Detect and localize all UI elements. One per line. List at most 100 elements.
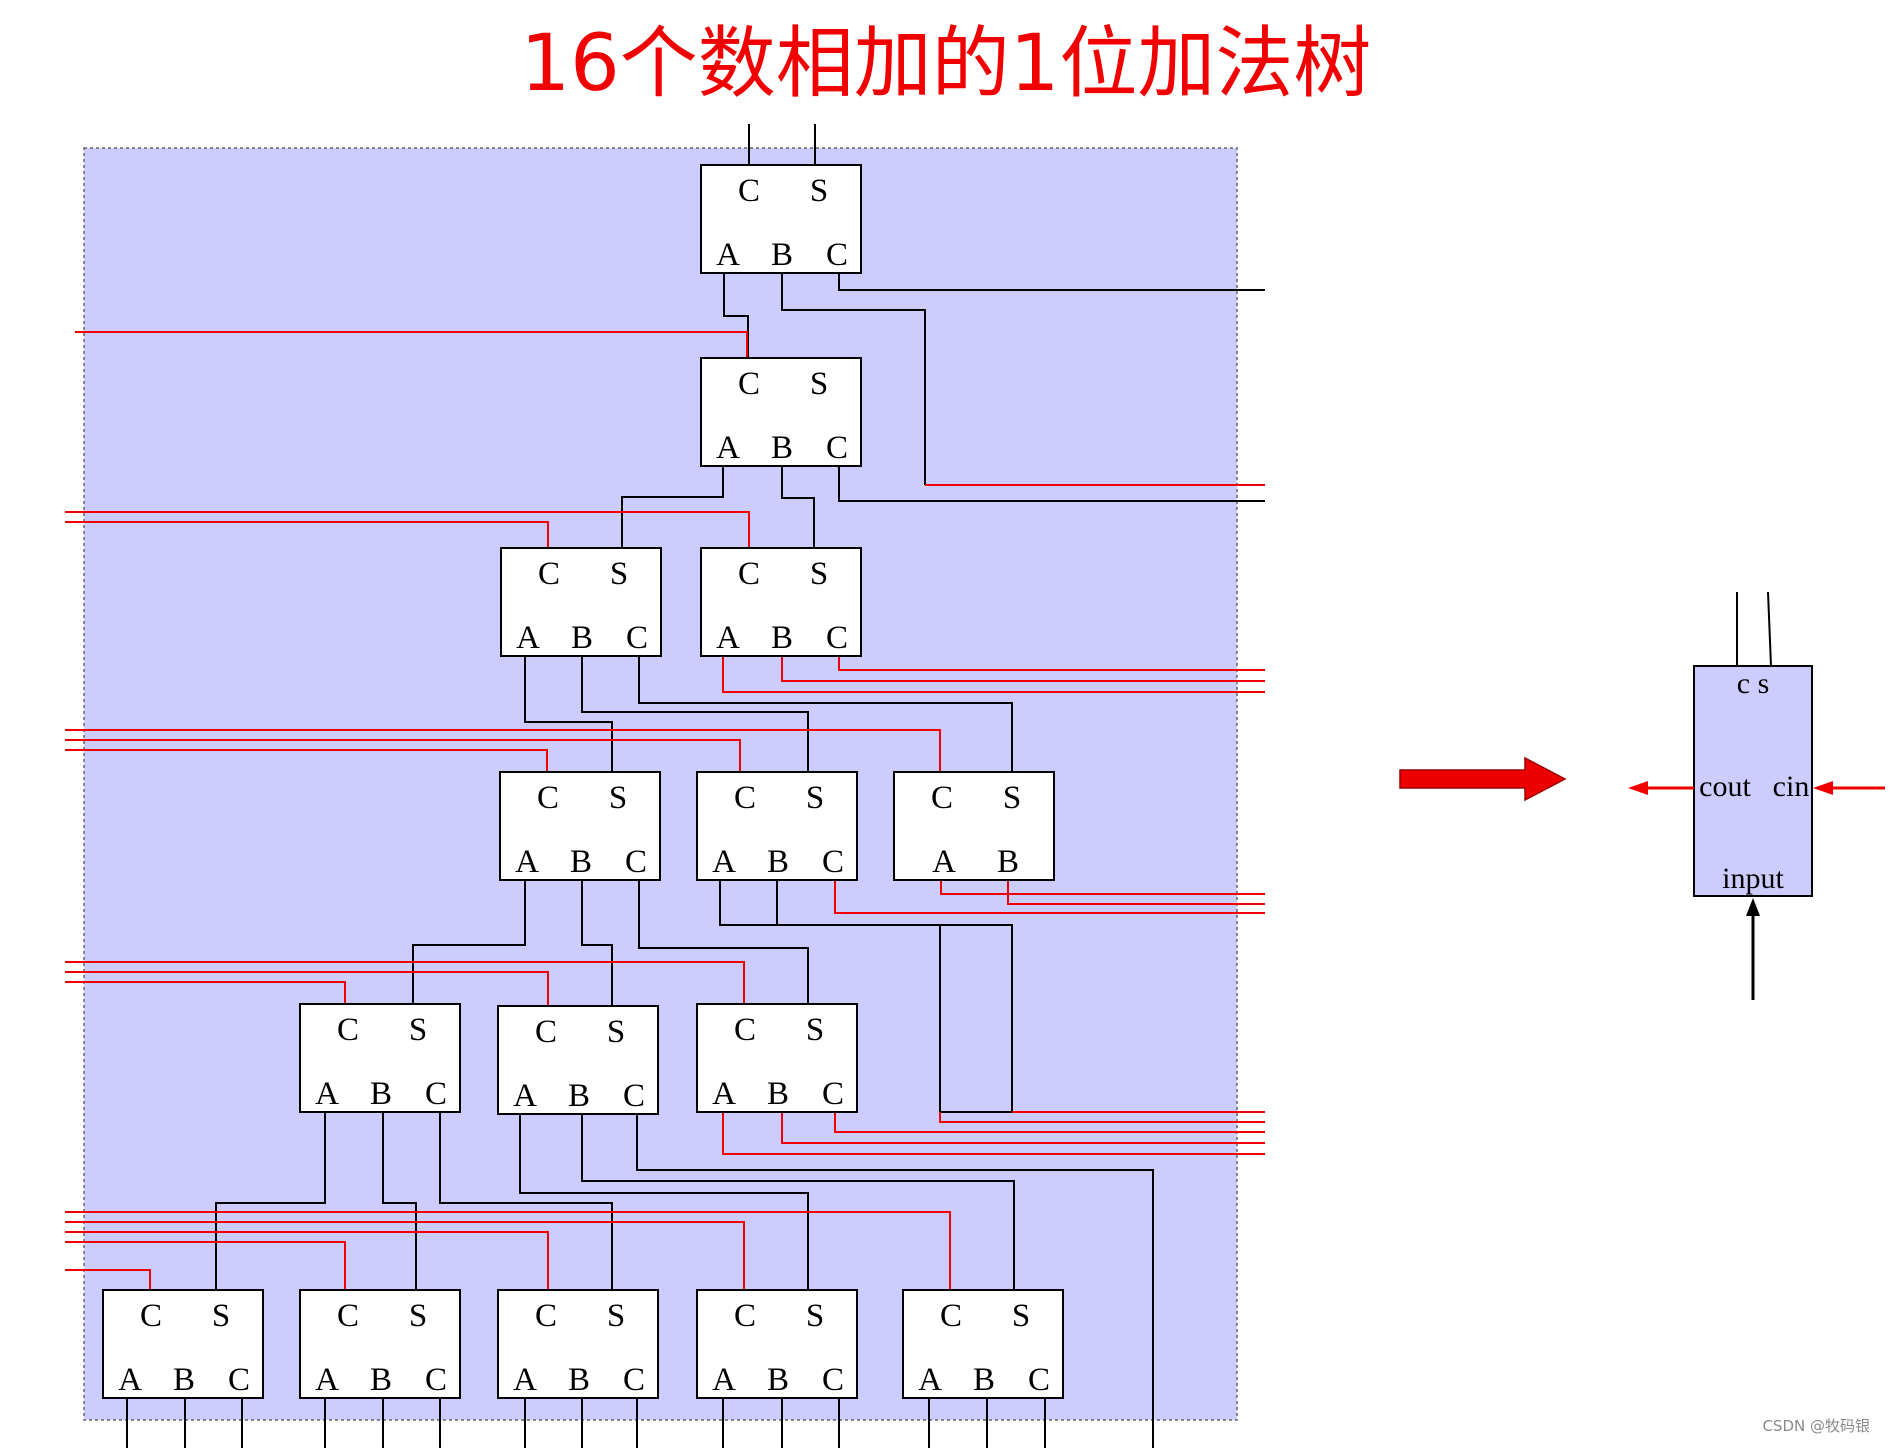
adder-box <box>500 547 662 657</box>
wire <box>439 1112 613 1290</box>
wire <box>838 466 1265 502</box>
input-a-label: A <box>516 620 540 656</box>
adder-box <box>700 357 862 467</box>
cell-input-label: input <box>1722 862 1784 895</box>
carry-out-label: C <box>337 1298 359 1334</box>
input-a-label: A <box>513 1362 537 1398</box>
input-b-label: B <box>767 844 789 880</box>
wire <box>838 273 1265 291</box>
adder-box <box>700 164 862 274</box>
input-a-label: A <box>712 1076 736 1112</box>
input-c-label: C <box>822 1076 844 1112</box>
input-lines <box>65 331 1265 1290</box>
cout-arrow-head-icon <box>1628 781 1648 795</box>
carry-out-label: C <box>537 780 559 816</box>
carry-out-label: C <box>337 1012 359 1048</box>
input-a-label: A <box>716 430 740 466</box>
input-line <box>838 656 1265 671</box>
input-c-label: C <box>625 844 647 880</box>
wire <box>776 880 1013 1112</box>
input-a-label: A <box>513 1078 537 1114</box>
input-line <box>65 1269 151 1290</box>
wire <box>621 466 724 548</box>
wire <box>382 1112 417 1290</box>
sum-out-label: S <box>610 556 628 592</box>
input-a-label: A <box>118 1362 142 1398</box>
carry-out-label: C <box>734 780 756 816</box>
adder-cell: c s cout cin input <box>1628 591 1885 1000</box>
carry-out-label: C <box>734 1012 756 1048</box>
adder-box <box>497 1289 659 1399</box>
input-line <box>65 1221 745 1290</box>
cell-cout-label: cout <box>1699 770 1751 803</box>
input-line <box>722 656 1265 693</box>
cell-box <box>1693 665 1813 897</box>
input-b-label: B <box>173 1362 195 1398</box>
wire <box>581 656 809 772</box>
adder-box <box>902 1289 1064 1399</box>
input-c-label: C <box>623 1078 645 1114</box>
input-a-label: A <box>712 844 736 880</box>
wire <box>215 1112 326 1290</box>
input-a-label: A <box>716 620 740 656</box>
wire <box>581 880 613 1006</box>
input-line <box>939 1112 1265 1123</box>
cin-arrow-head-icon <box>1813 781 1833 795</box>
input-a-label: A <box>716 237 740 273</box>
input-a-label: A <box>315 1076 339 1112</box>
carry-out-label: C <box>738 556 760 592</box>
input-b-label: B <box>370 1362 392 1398</box>
input-line <box>65 739 741 772</box>
input-line <box>75 331 748 358</box>
input-line <box>65 729 941 772</box>
block-arrow-right-icon <box>1399 756 1567 802</box>
cell-outputs-label: c s <box>1737 667 1770 700</box>
input-line <box>722 1112 1265 1155</box>
adder-box <box>893 771 1055 881</box>
watermark: CSDN @牧码银 <box>1762 1417 1870 1435</box>
carry-out-label: C <box>538 556 560 592</box>
wire <box>524 656 613 772</box>
input-c-label: C <box>826 237 848 273</box>
input-c-label: C <box>425 1362 447 1398</box>
input-a-label: A <box>932 844 956 880</box>
cell-cin-label: cin <box>1773 770 1810 803</box>
input-b-label: B <box>568 1362 590 1398</box>
adder-box <box>700 547 862 657</box>
input-line <box>65 971 549 1006</box>
sum-out-label: S <box>806 1012 824 1048</box>
input-line <box>65 521 549 548</box>
input-line <box>65 981 346 1004</box>
sum-out-label: S <box>806 1298 824 1334</box>
input-b-label: B <box>771 430 793 466</box>
input-b-label: B <box>771 237 793 273</box>
input-c-label: C <box>826 620 848 656</box>
adder-box <box>299 1003 461 1113</box>
input-a-label: A <box>315 1362 339 1398</box>
sum-out-label: S <box>609 780 627 816</box>
input-c-label: C <box>228 1362 250 1398</box>
wire <box>638 656 1013 772</box>
wire <box>781 273 926 485</box>
adder-box <box>696 1003 858 1113</box>
input-line <box>65 511 750 548</box>
input-line <box>65 1241 346 1290</box>
carry-out-label: C <box>738 173 760 209</box>
input-line <box>781 656 1265 682</box>
adder-box <box>499 771 661 881</box>
input-b-label: B <box>570 844 592 880</box>
input-a-label: A <box>918 1362 942 1398</box>
